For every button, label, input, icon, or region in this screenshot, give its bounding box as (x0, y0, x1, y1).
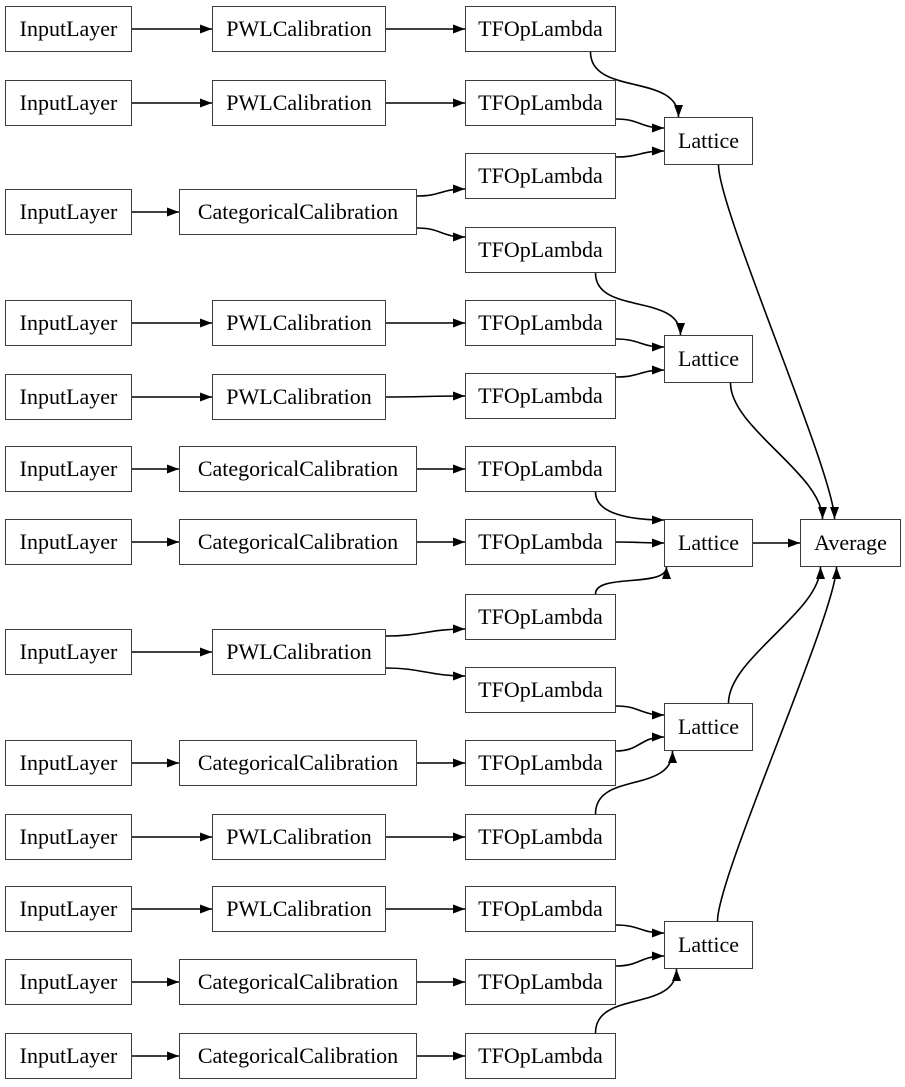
graph-node-pwlcalibration: PWLCalibration (212, 6, 386, 52)
graph-node-average: Average (800, 519, 901, 567)
graph-node-inputlayer: InputLayer (5, 300, 132, 346)
graph-node-pwlcalibration: PWLCalibration (212, 374, 386, 420)
graph-node-lattice: Lattice (664, 519, 753, 567)
edge-arrow-tfl9-lat3 (594, 566, 671, 595)
graph-node-inputlayer: InputLayer (5, 6, 132, 52)
graph-node-categoricalcalibration: CategoricalCalibration (179, 446, 417, 492)
edge-arrow-tfl7-lat3 (594, 491, 665, 525)
edge-arrow-tfl8-lat3 (615, 538, 665, 548)
edge-arrow-pwl5-tfl6 (385, 391, 466, 401)
edge-arrow-cat3-tfl4 (416, 227, 466, 242)
graph-node-inputlayer: InputLayer (5, 80, 132, 126)
graph-node-tfoplambda: TFOpLambda (465, 153, 616, 199)
graph-node-tfoplambda: TFOpLambda (465, 594, 616, 640)
graph-node-tfoplambda: TFOpLambda (465, 80, 616, 126)
graph-node-pwlcalibration: PWLCalibration (212, 629, 386, 675)
edge-arrow-cat3-tfl3 (416, 184, 466, 197)
edge-arrow-pwl8-tfl10 (385, 667, 466, 681)
graph-node-inputlayer: InputLayer (5, 959, 132, 1005)
graph-node-inputlayer: InputLayer (5, 740, 132, 786)
graph-node-tfoplambda: TFOpLambda (465, 6, 616, 52)
graph-node-categoricalcalibration: CategoricalCalibration (179, 740, 417, 786)
graph-node-pwlcalibration: PWLCalibration (212, 80, 386, 126)
edge-arrow-tfl6-lat2 (615, 365, 665, 378)
graph-node-categoricalcalibration: CategoricalCalibration (179, 959, 417, 1005)
graph-node-tfoplambda: TFOpLambda (465, 740, 616, 786)
edge-arrow-tfl10-lat4 (615, 705, 665, 720)
graph-node-tfoplambda: TFOpLambda (465, 1033, 616, 1079)
graph-node-inputlayer: InputLayer (5, 814, 132, 860)
edge-arrow-tfl13-lat5 (615, 924, 665, 938)
graph-node-lattice: Lattice (664, 335, 753, 383)
graph-node-pwlcalibration: PWLCalibration (212, 886, 386, 932)
edge-arrow-tfl5-lat2 (615, 338, 665, 352)
graph-node-tfoplambda: TFOpLambda (465, 227, 616, 273)
edge-arrow-lat4-avg (727, 566, 825, 704)
graph-node-pwlcalibration: PWLCalibration (212, 300, 386, 346)
edge-arrow-pwl8-tfl9 (385, 624, 466, 637)
graph-node-categoricalcalibration: CategoricalCalibration (179, 189, 417, 235)
graph-node-pwlcalibration: PWLCalibration (212, 814, 386, 860)
graph-node-inputlayer: InputLayer (5, 519, 132, 565)
graph-node-lattice: Lattice (664, 117, 753, 165)
graph-node-tfoplambda: TFOpLambda (465, 373, 616, 419)
graph-node-categoricalcalibration: CategoricalCalibration (179, 1033, 417, 1079)
graph-node-inputlayer: InputLayer (5, 1033, 132, 1079)
graph-node-lattice: Lattice (664, 703, 753, 751)
graph-node-tfoplambda: TFOpLambda (465, 446, 616, 492)
graph-node-tfoplambda: TFOpLambda (465, 667, 616, 713)
graph-node-categoricalcalibration: CategoricalCalibration (179, 519, 417, 565)
graph-node-lattice: Lattice (664, 921, 753, 969)
edge-arrow-tfl11-lat4 (615, 732, 665, 752)
graph-node-tfoplambda: TFOpLambda (465, 814, 616, 860)
graph-node-inputlayer: InputLayer (5, 886, 132, 932)
graph-node-tfoplambda: TFOpLambda (465, 300, 616, 346)
edge-arrow-tfl2-lat1 (615, 118, 665, 133)
edge-arrow-tfl14-lat5 (615, 951, 665, 967)
graph-node-inputlayer: InputLayer (5, 374, 132, 420)
edge-arrow-lat2-avg (729, 382, 827, 520)
graph-node-inputlayer: InputLayer (5, 446, 132, 492)
graph-node-inputlayer: InputLayer (5, 629, 132, 675)
graph-node-tfoplambda: TFOpLambda (465, 519, 616, 565)
graph-node-tfoplambda: TFOpLambda (465, 886, 616, 932)
graph-node-inputlayer: InputLayer (5, 189, 132, 235)
edge-arrow-tfl3-lat1 (615, 146, 665, 158)
graph-node-tfoplambda: TFOpLambda (465, 959, 616, 1005)
